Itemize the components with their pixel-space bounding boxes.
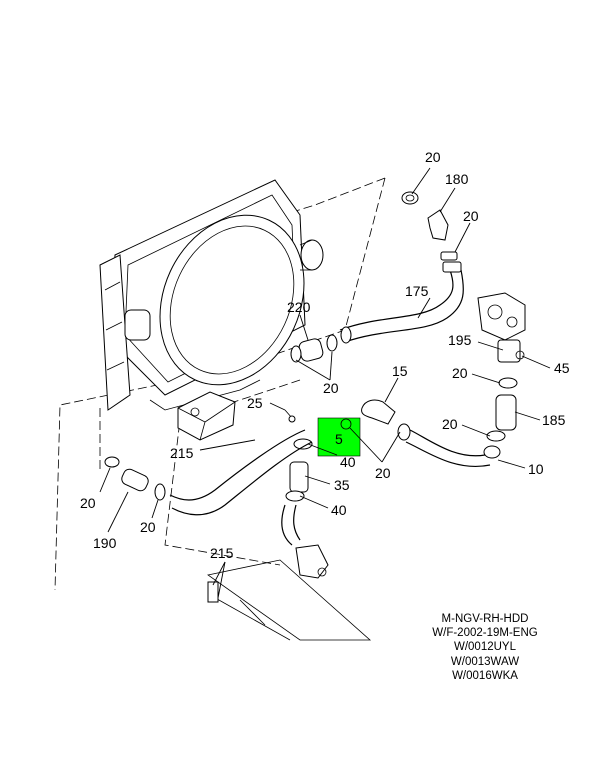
overflow-tank (177, 391, 236, 441)
hose-175 (339, 261, 464, 344)
frame-bracket (207, 559, 372, 641)
elbow-180 (401, 191, 458, 261)
note-line: W/0016WKA (452, 669, 518, 682)
callout-10: 10 (528, 461, 544, 477)
hose-35-40 (281, 438, 329, 579)
callout-45: 45 (554, 360, 570, 376)
elbow-15 (361, 399, 396, 425)
callout-20-left-lower: 20 (140, 519, 156, 535)
callout-175: 175 (405, 283, 429, 299)
callout-20-center: 20 (375, 465, 391, 481)
callout-20-lower-right: 20 (442, 416, 458, 432)
highlight-part-5[interactable] (317, 417, 361, 457)
callout-195: 195 (448, 332, 472, 348)
callout-190: 190 (93, 535, 117, 551)
callout-215-bottom: 215 (210, 545, 234, 561)
callout-215-left: 215 (170, 445, 194, 461)
note-line: W/F-2002-19M-ENG (432, 627, 538, 640)
hose-10 (397, 423, 501, 467)
hose-215 (154, 429, 313, 516)
note-line: W/0013WAW (450, 655, 520, 668)
callout-20-top: 20 (425, 149, 441, 165)
note-line: W/0012UYL (453, 641, 516, 654)
callout-15: 15 (392, 363, 408, 379)
radiator-assembly (99, 179, 324, 411)
thermostat-housing (477, 292, 526, 363)
callout-35: 35 (334, 477, 350, 493)
callout-185: 185 (542, 412, 566, 428)
callout-20-under-220: 20 (323, 380, 339, 396)
screw-25 (284, 409, 296, 423)
hose-220 (290, 334, 338, 363)
callout-20-left: 20 (80, 495, 96, 511)
callout-180: 180 (445, 171, 469, 187)
configuration-note: M-NGV-RH-HDD W/F-2002-19M-ENG W/0012UYL … (410, 612, 560, 683)
leader-lines (99, 167, 551, 599)
hose-190 (104, 456, 149, 492)
callout-5: 5 (335, 431, 343, 447)
callout-25: 25 (247, 395, 263, 411)
hose-185 (486, 377, 518, 442)
note-line: M-NGV-RH-HDD (441, 613, 529, 625)
callout-20-upper-right: 20 (463, 208, 479, 224)
callout-labels: 20 180 20 175 220 20 195 45 15 20 185 20… (80, 149, 570, 561)
callout-40-lower: 40 (331, 502, 347, 518)
callout-20-mid-right: 20 (452, 365, 468, 381)
callout-220: 220 (287, 299, 311, 315)
callout-40-upper: 40 (340, 454, 356, 470)
